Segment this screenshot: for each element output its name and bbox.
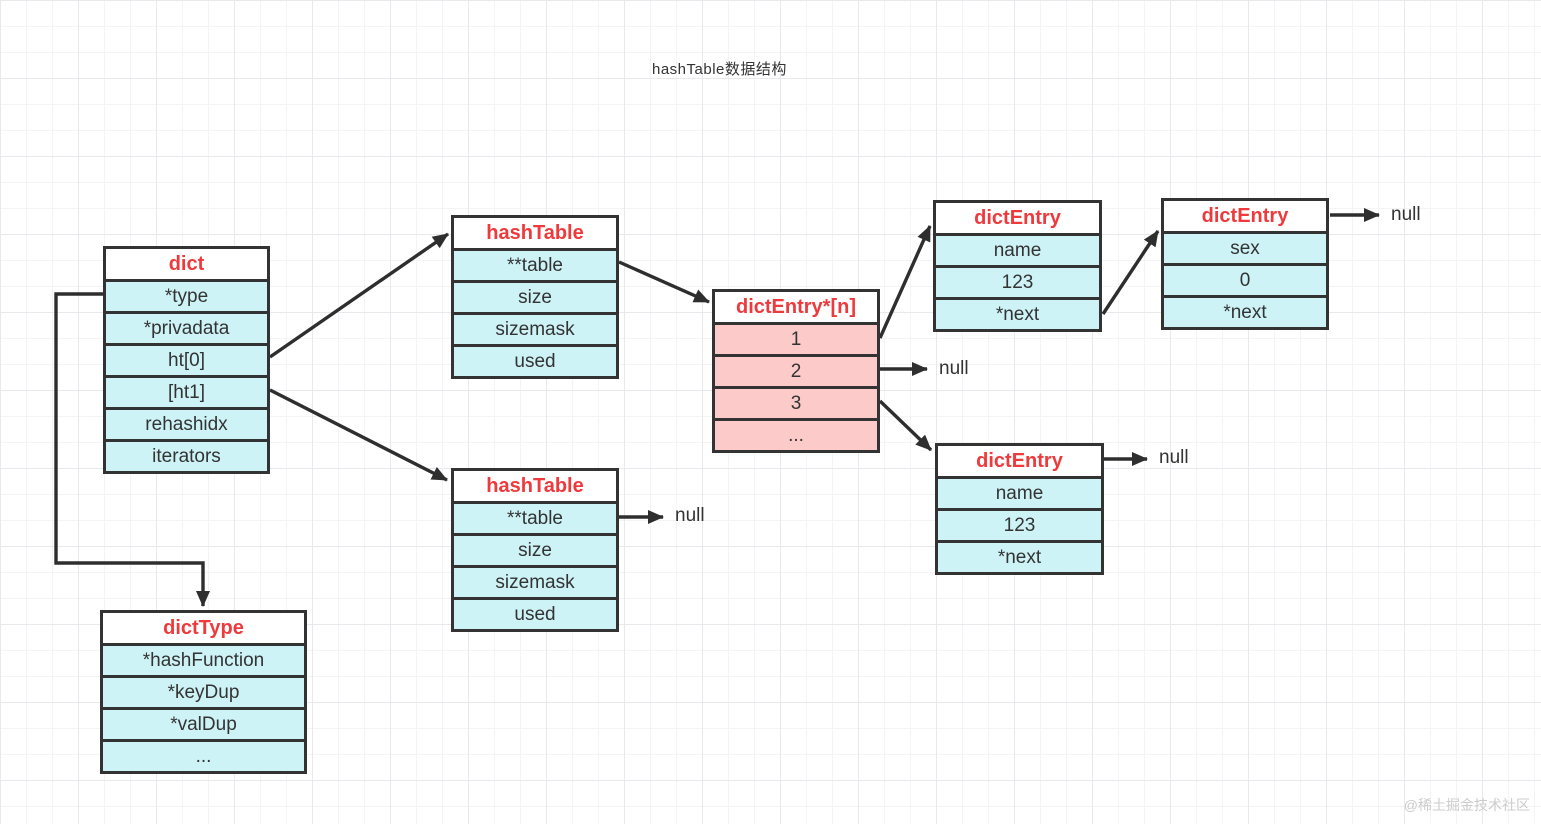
struct-row: **table — [454, 251, 616, 283]
struct-row: size — [454, 283, 616, 315]
struct-row: *privadata — [106, 314, 267, 346]
struct-row: *type — [106, 282, 267, 314]
arrow-dictentry-1-next-to-dictentry-2 — [1101, 230, 1160, 315]
struct-row: size — [454, 536, 616, 568]
struct-row: **table — [454, 504, 616, 536]
struct-row: sizemask — [454, 568, 616, 600]
struct-box-title: dictEntry — [938, 446, 1101, 479]
struct-box-title: dictEntry — [936, 203, 1099, 236]
struct-box-dicttype: dictType*hashFunction*keyDup*valDup... — [100, 610, 307, 774]
struct-row: *next — [1164, 298, 1326, 327]
watermark: @稀土掘金技术社区 — [1403, 797, 1530, 813]
struct-row: ... — [103, 742, 304, 771]
struct-row: *next — [938, 543, 1101, 572]
struct-row: rehashidx — [106, 410, 267, 442]
struct-row: iterators — [106, 442, 267, 471]
struct-row: used — [454, 347, 616, 376]
arrow-dict-ht1-to-hashtable-bottom — [269, 388, 448, 482]
struct-box-title: dict — [106, 249, 267, 282]
struct-box-title: hashTable — [454, 471, 616, 504]
struct-box-title: dictEntry*[n] — [715, 292, 877, 325]
struct-box-title: dictEntry — [1164, 201, 1326, 234]
struct-row: 123 — [938, 511, 1101, 543]
struct-row: 2 — [715, 357, 877, 389]
struct-box-title: dictType — [103, 613, 304, 646]
struct-row: *hashFunction — [103, 646, 304, 678]
arrow-array-slot1-to-dictentry-1 — [878, 225, 932, 339]
struct-row: 0 — [1164, 266, 1326, 298]
struct-row: used — [454, 600, 616, 629]
struct-row: [ht1] — [106, 378, 267, 410]
null-label: null — [1391, 204, 1421, 226]
arrow-array-slot3-to-dictentry-3 — [878, 399, 933, 452]
struct-row: 123 — [936, 268, 1099, 300]
struct-row: sizemask — [454, 315, 616, 347]
arrow-hashtable-table-to-dictentry-array — [618, 260, 710, 304]
arrow-dict-ht0-to-hashtable-top — [269, 232, 449, 359]
page-title: hashTable数据结构 — [652, 61, 787, 78]
struct-row: *keyDup — [103, 678, 304, 710]
null-label: null — [675, 505, 705, 527]
struct-row: name — [936, 236, 1099, 268]
struct-row: ht[0] — [106, 346, 267, 378]
null-label: null — [939, 358, 969, 380]
struct-row: 1 — [715, 325, 877, 357]
struct-row: *valDup — [103, 710, 304, 742]
struct-row: name — [938, 479, 1101, 511]
null-label: null — [1159, 447, 1189, 469]
struct-row: *next — [936, 300, 1099, 329]
struct-row: sex — [1164, 234, 1326, 266]
struct-row: ... — [715, 421, 877, 450]
struct-box-title: hashTable — [454, 218, 616, 251]
struct-row: 3 — [715, 389, 877, 421]
